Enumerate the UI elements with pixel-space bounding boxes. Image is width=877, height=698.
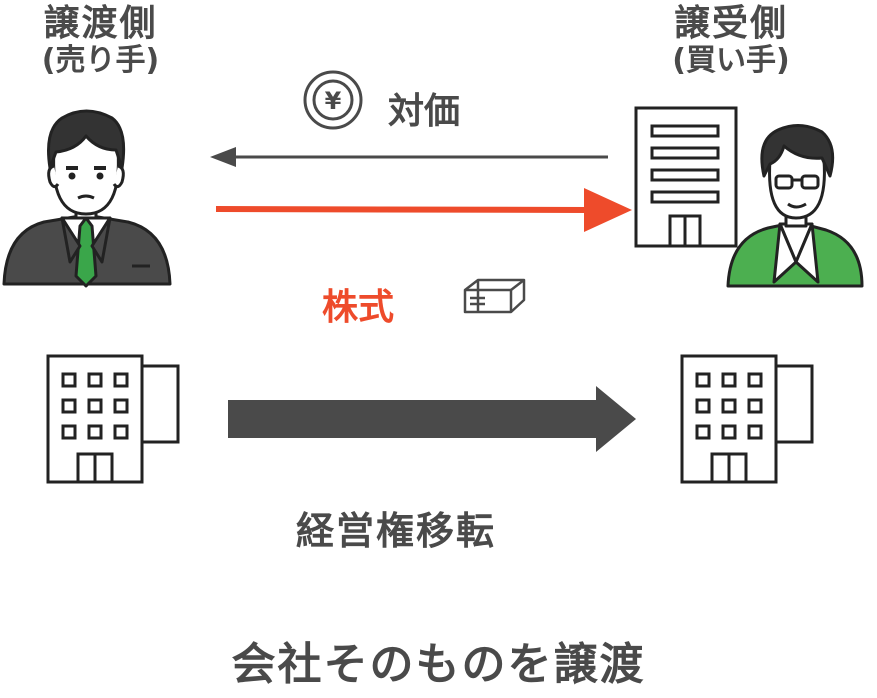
buyer-company-building-icon [680, 354, 814, 484]
seller-label: 譲渡側 (売り手) [18, 4, 183, 78]
price-label: 対価 [388, 91, 461, 132]
stock-certificate-icon [463, 278, 526, 314]
seller-company-building-icon [46, 354, 180, 484]
coin-symbol: ¥ [325, 87, 342, 115]
seller-businessman-icon [2, 109, 172, 288]
management-transfer-label: 経営権移転 [296, 509, 497, 553]
price-arrow [210, 147, 608, 167]
buyer-businessman-icon [726, 124, 864, 288]
coin-yen-icon: ¥ [303, 70, 363, 130]
stock-label: 株式 [322, 287, 395, 328]
stock-arrow [215, 188, 632, 232]
buyer-title: 譲受側 [673, 3, 788, 44]
management-transfer-arrow [228, 386, 636, 452]
buyer-role: (買い手) [672, 43, 790, 78]
seller-title: 譲渡側 [43, 3, 158, 44]
seller-role: (売り手) [41, 43, 160, 78]
buyer-office-building-icon [634, 106, 738, 248]
footer-caption: 会社そのものを譲渡 [231, 639, 646, 690]
buyer-label: 譲受側 (買い手) [636, 4, 826, 78]
